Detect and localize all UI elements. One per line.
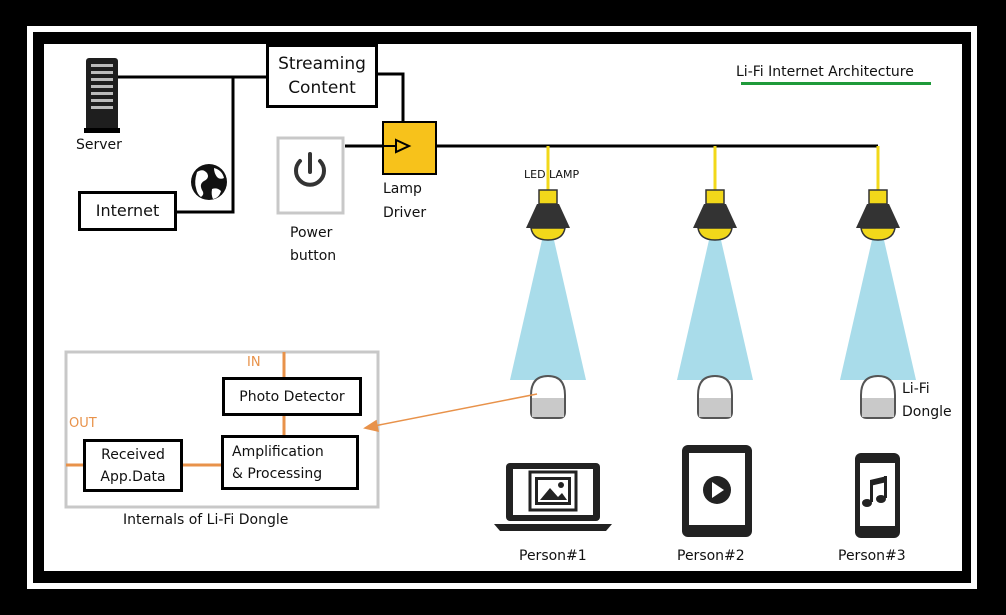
lamp-bulb (697, 227, 733, 241)
lamp-shade (856, 204, 900, 228)
dongle-body (862, 398, 894, 417)
led-lamp-icon (705, 189, 725, 205)
light-beam (510, 240, 586, 380)
amplification-box: Amplification & Processing (221, 435, 359, 490)
music-icon (862, 476, 887, 507)
lamp-shade (526, 204, 570, 228)
streaming-to-driver-line (377, 72, 405, 122)
dongle-label-line2: Dongle (902, 404, 952, 420)
image-icon (535, 477, 571, 505)
tablet-icon (682, 445, 752, 537)
lamp-driver-label-line2: Driver (383, 205, 427, 221)
internet-to-streaming-line (176, 77, 235, 214)
lamp-bulb (860, 227, 896, 241)
play-icon (703, 476, 731, 504)
dongle-body (532, 398, 564, 417)
internet-box: Internet (78, 191, 177, 231)
photo-detector-label: Photo Detector (239, 388, 345, 405)
internals-in-label: IN (247, 355, 261, 370)
lamp-unit-1 (510, 146, 586, 419)
power-button-box (276, 136, 345, 215)
dongle-to-internals-arrow (363, 393, 538, 432)
power-icon (294, 152, 326, 187)
power-button-label-line1: Power (290, 225, 333, 241)
lamp-group (510, 146, 916, 419)
light-beam (677, 240, 753, 380)
laptop-icon (494, 463, 612, 531)
streaming-label-line1: Streaming (278, 54, 366, 74)
connection-lines (118, 72, 878, 214)
diagram-canvas: Li-Fi Internet Architecture Server Inter… (44, 44, 962, 571)
internals-out-label: OUT (69, 416, 97, 431)
dongle-body (699, 398, 731, 417)
internals-orange-lines (66, 352, 286, 467)
dongle-label-line1: Li-Fi (902, 381, 930, 397)
lamp-driver-label-line1: Lamp (383, 181, 422, 197)
lamp-unit-3 (840, 146, 916, 419)
received-label-line2: App.Data (100, 468, 166, 485)
led-lamp-icon (868, 189, 888, 205)
light-beam (840, 240, 916, 380)
internet-label: Internet (95, 201, 160, 220)
lamp-bulb (530, 227, 566, 241)
power-button-label-line2: button (290, 248, 337, 264)
person-3-label: Person#3 (838, 548, 906, 564)
phone-icon (855, 453, 900, 538)
lamp-shade (693, 204, 737, 228)
amplification-label-line2: & Processing (232, 465, 323, 482)
photo-detector-box: Photo Detector (222, 377, 362, 416)
streaming-content-box: Streaming Content (266, 44, 378, 108)
lamp-unit-2 (677, 146, 753, 419)
person-1-label: Person#1 (519, 548, 587, 564)
led-lamp-icon (538, 189, 558, 205)
person-2-label: Person#2 (677, 548, 745, 564)
received-data-box: Received App.Data (83, 439, 183, 492)
internals-caption: Internals of Li-Fi Dongle (123, 512, 289, 528)
received-label-line1: Received (101, 446, 165, 463)
diagram-title: Li-Fi Internet Architecture (736, 64, 914, 80)
server-icon (84, 58, 120, 133)
led-lamp-label: LED LAMP (524, 168, 580, 181)
title-underline (741, 82, 931, 85)
streaming-label-line2: Content (288, 78, 356, 98)
lamp-driver-box (382, 121, 437, 175)
amplification-label-line1: Amplification (232, 443, 324, 460)
server-label: Server (76, 137, 122, 153)
globe-icon (191, 164, 227, 200)
